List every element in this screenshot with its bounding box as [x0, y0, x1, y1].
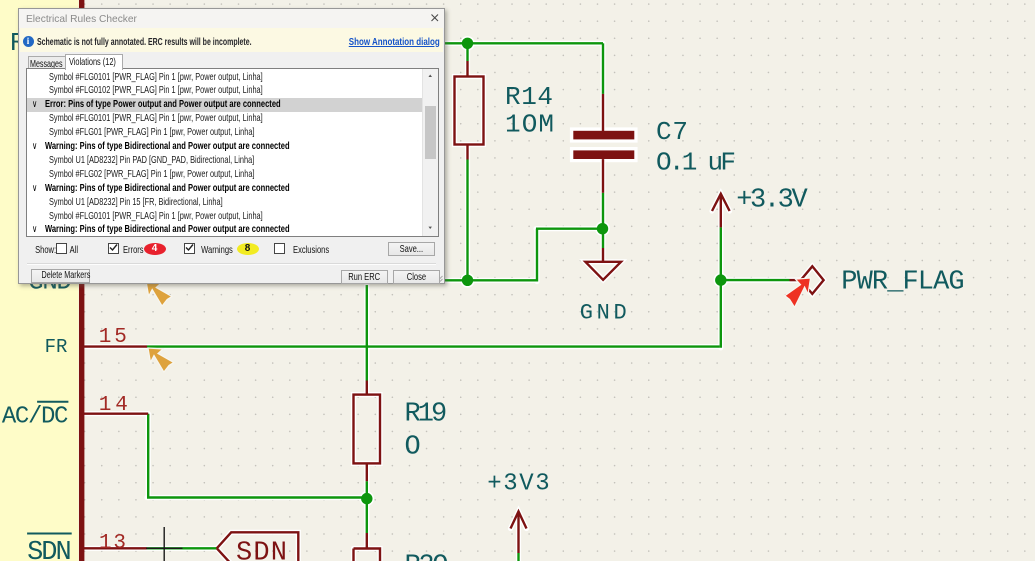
svg-text:R14: R14 — [505, 82, 553, 112]
svg-text:PWR_FLAG: PWR_FLAG — [841, 267, 964, 297]
svg-text:R2O: R2O — [405, 552, 449, 561]
svg-text:C7: C7 — [656, 117, 688, 147]
svg-text:SDN: SDN — [27, 538, 72, 561]
svg-text:1OM: 1OM — [505, 110, 554, 140]
svg-text:SDN: SDN — [236, 539, 287, 561]
svg-text:O: O — [405, 432, 421, 462]
svg-text:R19: R19 — [405, 400, 448, 430]
svg-text:FR: FR — [45, 336, 68, 358]
svg-text:+3V3: +3V3 — [487, 471, 549, 498]
svg-text:GND: GND — [580, 300, 627, 325]
svg-text:13: 13 — [99, 532, 126, 555]
svg-text:+3.3V: +3.3V — [736, 185, 808, 215]
svg-text:O.1 uF: O.1 uF — [656, 147, 736, 177]
svg-text:AC/DC: AC/DC — [2, 403, 69, 430]
